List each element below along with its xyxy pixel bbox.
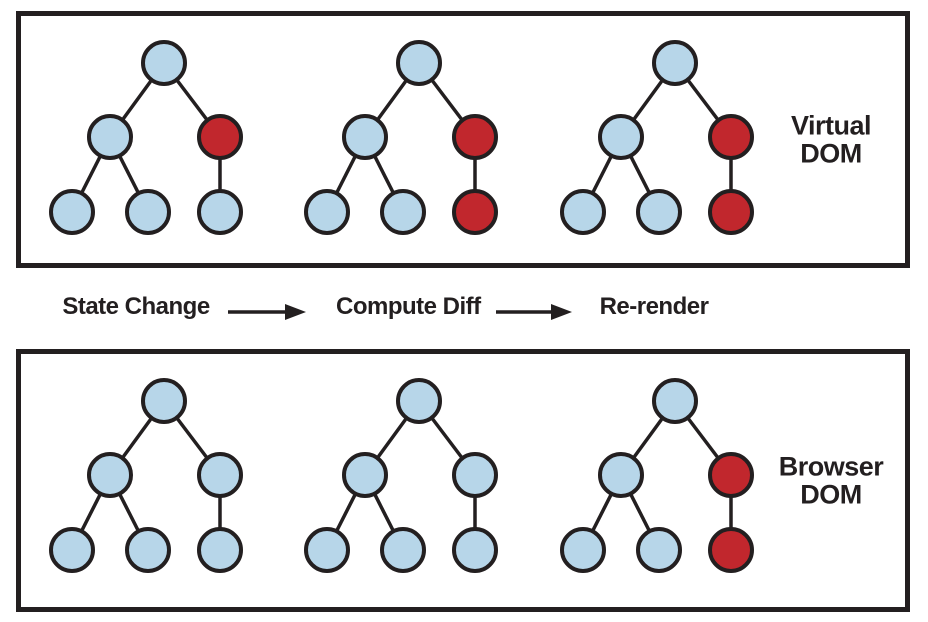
tree-1-node-left-left	[49, 527, 95, 573]
tree-3-node-right-child	[708, 527, 754, 573]
process-flow: State Change Compute Diff Re-render	[0, 288, 928, 334]
tree-2-node-root	[396, 378, 442, 424]
tree-1-node-right	[197, 452, 243, 498]
tree-2-node-left-right	[380, 189, 426, 235]
tree-3-node-left-right	[636, 527, 682, 573]
tree-3-node-left-left	[560, 189, 606, 235]
tree-1-node-right-child	[197, 527, 243, 573]
virtual-dom-label-line1: Virtual	[790, 109, 872, 140]
tree-2-node-left-left	[304, 527, 350, 573]
arrow-right-icon	[496, 304, 572, 320]
tree-2-node-right-child	[452, 527, 498, 573]
tree-3-node-left-left	[560, 527, 606, 573]
tree-3-node-right	[708, 452, 754, 498]
tree-1-node-right-child	[197, 189, 243, 235]
tree-3-node-right-child	[708, 189, 754, 235]
tree-3-node-left	[598, 114, 644, 160]
tree-1-node-right	[197, 114, 243, 160]
tree-2-node-left-right	[380, 527, 426, 573]
tree-2-node-root	[396, 40, 442, 86]
browser-dom-trees	[49, 378, 754, 573]
tree-3-node-root	[652, 378, 698, 424]
virtual-dom-label: Virtual DOM	[771, 111, 891, 168]
flow-step-re-render: Re-render	[599, 293, 709, 320]
tree-3-node-root	[652, 40, 698, 86]
tree-1-node-left	[87, 452, 133, 498]
tree-1-node-left-right	[125, 527, 171, 573]
browser-dom-label: Browser DOM	[771, 452, 891, 509]
virtual-dom-label-line2: DOM	[800, 138, 862, 169]
tree-2-node-left	[342, 452, 388, 498]
tree-2-node-left	[342, 114, 388, 160]
tree-3-node-right	[708, 114, 754, 160]
tree-2-node-left-left	[304, 189, 350, 235]
browser-dom-label-line1: Browser	[778, 450, 884, 481]
tree-3-node-left	[598, 452, 644, 498]
virtual-dom-trees	[49, 40, 754, 235]
arrow-right-icon	[228, 304, 306, 320]
tree-1-node-left-left	[49, 189, 95, 235]
tree-1-node-left-right	[125, 189, 171, 235]
tree-1-node-left	[87, 114, 133, 160]
virtual-dom-panel: Virtual DOM	[16, 11, 910, 268]
tree-3-node-left-right	[636, 189, 682, 235]
browser-dom-panel: Browser DOM	[16, 349, 910, 612]
flow-step-state-change: State Change	[62, 293, 210, 320]
tree-2-node-right	[452, 114, 498, 160]
tree-2-node-right	[452, 452, 498, 498]
tree-1-node-root	[141, 378, 187, 424]
tree-1-node-root	[141, 40, 187, 86]
flow-step-compute-diff: Compute Diff	[336, 293, 481, 320]
browser-dom-label-line2: DOM	[800, 479, 862, 510]
tree-2-node-right-child	[452, 189, 498, 235]
